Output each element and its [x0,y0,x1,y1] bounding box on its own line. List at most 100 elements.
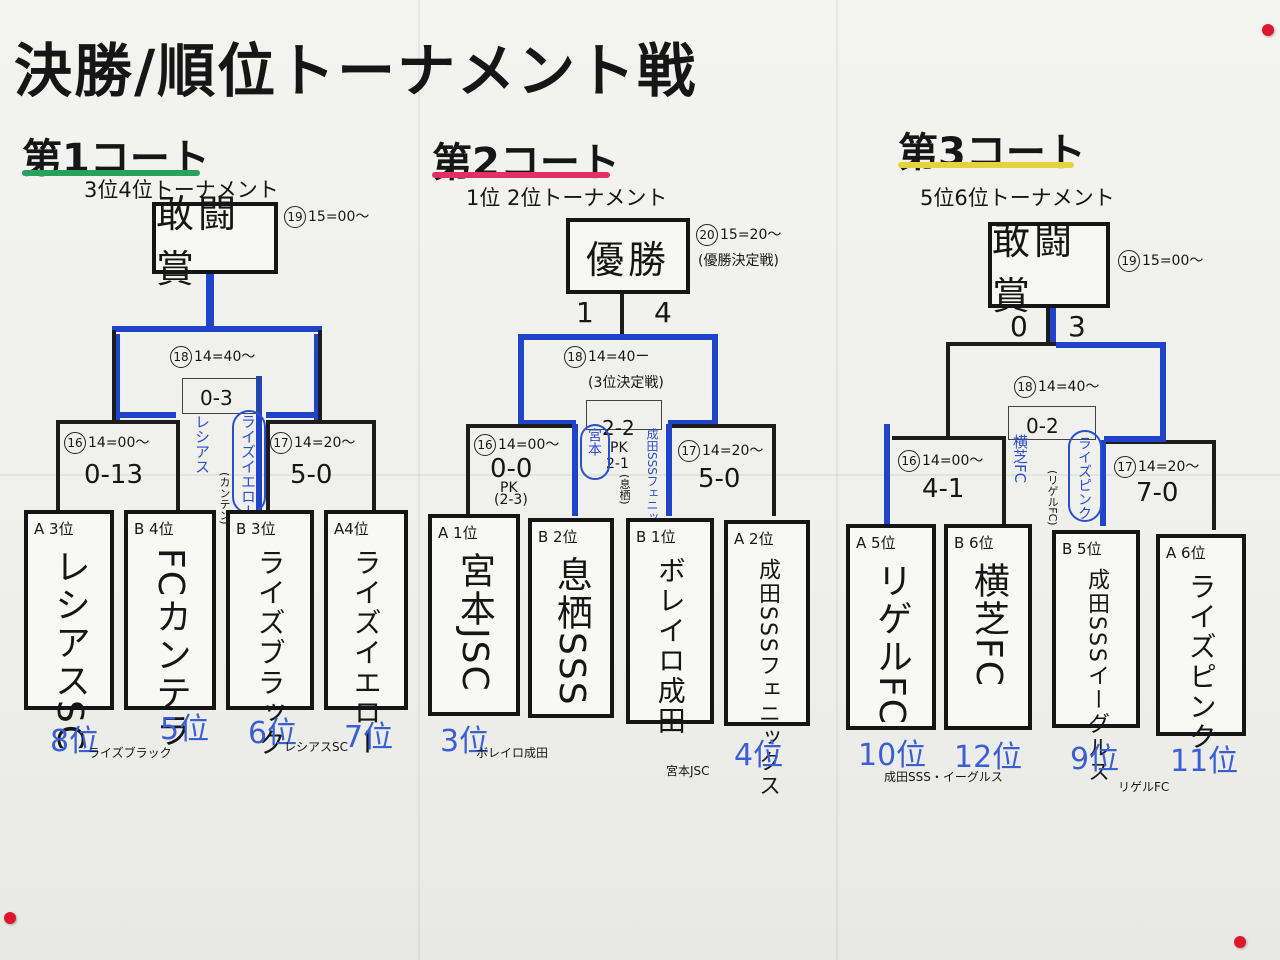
team-seed: A 2位 [734,530,774,548]
team-seed: A 5位 [856,534,896,552]
semi-mid-note: (息栖) [618,474,631,505]
bracket-line [206,274,214,332]
team-name: ライズブラック [253,548,287,758]
handwritten-note: 宮本JSC [666,764,710,778]
final-rank: 8位 [50,724,100,759]
semi-score: 0-2 [1026,414,1059,438]
court-underline [432,172,610,178]
left-match-score: 4-1 [922,474,965,504]
bracket-line [518,334,524,426]
semi-right-team: ライズイエロー [239,414,257,519]
team-seed: B 1位 [636,528,676,546]
match-number: 17 [678,440,700,462]
final-rank: 4位 [734,738,784,773]
push-pin [4,912,16,924]
final-note: (優勝決定戦) [698,253,779,269]
push-pin [1262,24,1274,36]
bracket-line [668,424,776,428]
match-time: 14=20～ [702,443,764,459]
match-number: 16 [898,450,920,472]
team-box: B 2位 息栖SSS [528,518,614,718]
bracket-line [1160,342,1166,442]
team-name: FCカンテラ [149,548,191,750]
left-pk-score: (2-3) [494,492,528,508]
winner-circle [580,424,610,480]
team-seed: B 6位 [954,534,994,552]
final-score-left: 0 [1010,310,1028,343]
right-match-score: 5-0 [290,460,333,490]
match-number: 18 [564,346,586,368]
winner-circle [1068,430,1102,522]
bracket-line [892,436,1006,440]
bracket-line [1104,440,1216,444]
left-match-score: 0-13 [84,460,144,490]
team-name: 成田SSSフェニックス [755,558,780,798]
fold-line [0,474,1280,476]
bracket-line [518,334,718,340]
semi-left-team: レシアス [193,414,211,474]
team-box: A4位 ライズイエロー [324,510,408,758]
final-score-left: 1 [576,296,594,329]
bracket-line [1046,308,1050,344]
team-name: レシアスSC [48,548,90,752]
final-rank: 7位 [344,720,394,755]
match-time: 14=40ー [588,349,650,365]
bracket-line [620,294,624,336]
bracket-line [668,420,712,424]
team-name: ボレイロ成田 [653,556,687,736]
bracket-line [772,424,776,516]
bracket-line [1104,436,1166,442]
left-match-score: 0-0 [490,454,533,484]
bracket-line [112,330,116,422]
bracket-line [266,420,270,512]
handwritten-note: 成田SSS・イーグルス [884,770,1003,784]
court-subtitle: 3位4位トーナメント [84,178,279,202]
match-time: 15=00～ [308,209,370,225]
semi-pk-label: PK [610,440,628,456]
bracket-line [176,420,180,512]
fold-line [836,0,838,960]
inner-frame [182,378,260,414]
match-time: 14=20～ [1138,459,1200,475]
match-time: 15=20～ [720,227,782,243]
team-seed: A4位 [334,520,369,538]
match-number: 17 [270,432,292,454]
team-seed: B 5位 [1062,540,1102,558]
handwritten-note: レシアスSC [284,740,348,754]
match-number: 17 [1114,456,1136,478]
bracket-line [1002,436,1006,526]
bracket-line [1100,440,1106,526]
match-number: 18 [1014,376,1036,398]
semi-right-team: ライズピンク [1076,436,1092,520]
bracket-line [318,330,322,422]
final-score-right: 4 [654,296,672,329]
handwritten-note: リゲルFC [1118,780,1170,794]
final-rank: 12位 [954,740,1023,775]
prize-box: 優勝 [566,218,690,294]
bracket-line [266,420,376,424]
bracket-line [372,420,376,512]
bracket-line [466,424,470,516]
team-seed: B 2位 [538,528,578,546]
team-box: B 3位 ライズブラック [226,510,314,758]
bracket-line [946,342,950,438]
team-box: B 6位 横芝FC [944,524,1032,730]
match-time: 14=20～ [294,435,356,451]
match-number: 16 [64,432,86,454]
final-rank: 6位 [248,716,298,751]
bracket-line [266,412,318,418]
team-box: A 3位 レシアスSC [24,510,114,752]
match-time: 15=00～ [1142,253,1204,269]
match-time: 14=00～ [922,453,984,469]
inner-frame [1008,406,1096,440]
bracket-line [946,342,1160,346]
team-box: A 6位 ライズピンク [1156,534,1246,752]
semi-mid-note: (リゲルFC) [1046,470,1059,526]
